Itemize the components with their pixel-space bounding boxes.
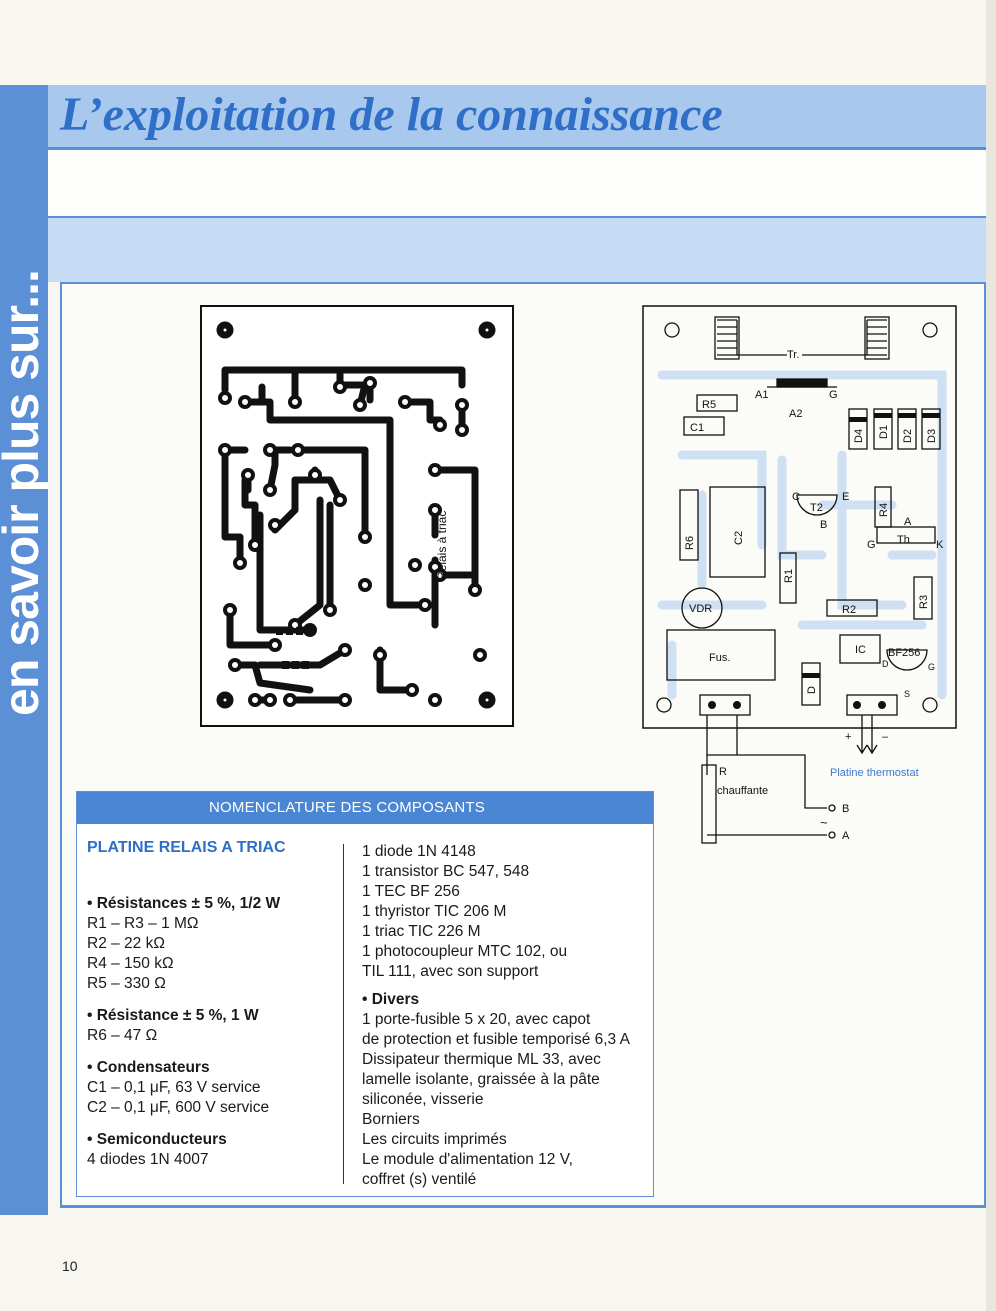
intro-band: [48, 150, 986, 218]
label-r1: R1: [783, 569, 795, 583]
label-a: A: [904, 516, 912, 528]
side-banner-text: en savoir plus sur...: [0, 270, 49, 716]
label-d2: D2: [902, 429, 914, 443]
label-g3: G: [928, 662, 935, 672]
label-d4: D4: [853, 429, 865, 443]
label-a1: A1: [755, 389, 768, 401]
label-d1: D1: [878, 425, 890, 439]
label-platine: Platine thermostat: [830, 767, 919, 779]
label-bf256: BF256: [888, 647, 920, 659]
label-r3: R3: [918, 595, 930, 609]
label-g2: G: [867, 539, 876, 551]
parts-header: NOMENCLATURE DES COMPOSANTS: [77, 792, 653, 824]
label-ic: IC: [855, 644, 866, 656]
label-r5: R5: [702, 399, 716, 411]
label-th: Th: [897, 534, 910, 546]
label-r-load: R: [719, 766, 727, 778]
tint-band: [48, 218, 986, 282]
parts-header-1: NOMENCLATURE: [209, 799, 337, 816]
group-resistance-1w: • Résistance ± 5 %, 1 W R6 – 47 Ω: [87, 1007, 259, 1044]
label-b: B: [820, 519, 827, 531]
pcb-label: Relais à triac: [435, 511, 449, 580]
page-title: L’exploitation de la connaissance: [60, 88, 723, 141]
page-number: 10: [62, 1258, 78, 1274]
label-d3: D3: [926, 429, 938, 443]
label-d5: D: [806, 686, 818, 694]
label-tilde: ~: [820, 815, 828, 830]
label-r2: R2: [842, 604, 856, 616]
parts-list: NOMENCLATURE DES COMPOSANTS PLATINE RELA…: [76, 791, 654, 1197]
label-r4: R4: [878, 503, 890, 517]
label-vdr: VDR: [689, 603, 712, 615]
label-b-term: B: [842, 803, 849, 815]
group-condensateurs: • Condensateurs C1 – 0,1 μF, 63 V servic…: [87, 1059, 270, 1116]
label-a2: A2: [789, 408, 802, 420]
parts-header-2: DES COMPOSANTS: [340, 799, 486, 816]
label-t2: T2: [810, 502, 823, 514]
label-a-term: A: [842, 830, 850, 842]
parts-left-column: PLATINE RELAIS A TRIAC • Résistances ± 5…: [87, 838, 337, 1182]
label-tr: Tr.: [787, 349, 799, 361]
label-g: G: [829, 389, 838, 401]
parts-right-column: 1 diode 1N 4148 1 transistor BC 547, 548…: [362, 842, 652, 1190]
title-bar: L’exploitation de la connaissance: [48, 85, 986, 150]
column-divider: [343, 844, 344, 1184]
label-r6: R6: [684, 536, 696, 550]
component-layout: Tr. A1 A2 G R5 C1 C E T2 B A G Th K R2 V…: [642, 305, 957, 844]
page-edge: [986, 0, 996, 1311]
label-s: S: [904, 689, 910, 699]
pcb-layout: Relais à triac: [200, 305, 514, 727]
label-chauffante: chauffante: [717, 785, 768, 797]
group-resistances: • Résistances ± 5 %, 1/2 W R1 – R3 – 1 M…: [87, 895, 281, 992]
label-c: C: [792, 491, 800, 503]
label-minus: –: [882, 731, 889, 743]
label-d: D: [882, 659, 889, 669]
parts-subtitle: PLATINE RELAIS A TRIAC: [87, 839, 286, 856]
label-c2: C2: [733, 531, 745, 545]
label-e: E: [842, 491, 849, 503]
label-k: K: [936, 539, 944, 551]
label-plus: +: [845, 731, 851, 743]
divers-title: • Divers: [362, 991, 420, 1008]
label-fus: Fus.: [709, 652, 730, 664]
label-c1: C1: [690, 422, 704, 434]
side-banner: en savoir plus sur...: [0, 85, 49, 1215]
group-semiconducteurs: • Semiconducteurs 4 diodes 1N 4007: [87, 1131, 227, 1168]
